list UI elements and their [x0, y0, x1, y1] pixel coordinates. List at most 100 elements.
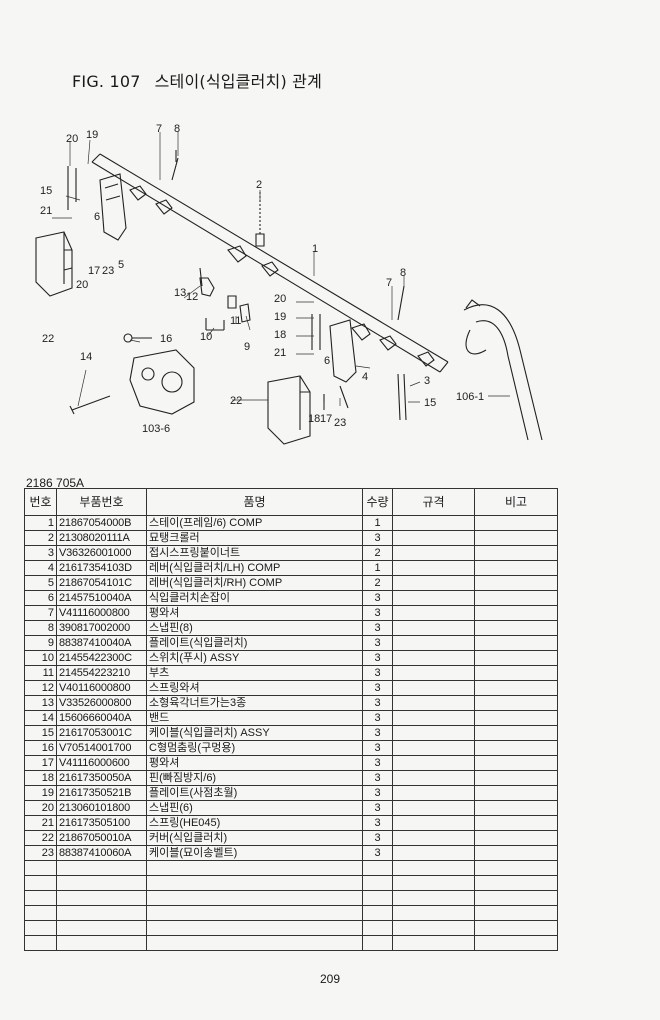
row-part-no: 15606660040A — [56, 710, 147, 726]
row-name: C형멈춤링(구멍용) — [146, 740, 363, 756]
blank-cell — [56, 905, 147, 921]
row-no: 16 — [24, 740, 57, 756]
row-no: 17 — [24, 755, 57, 771]
row-name: 케이블(묘이송벨트) — [146, 845, 363, 861]
svg-text:18: 18 — [274, 329, 286, 341]
row-remark — [474, 680, 558, 696]
blank-cell — [392, 875, 475, 891]
row-part-no: 21617350050A — [56, 770, 147, 786]
row-name: 부츠 — [146, 665, 363, 681]
row-remark — [474, 740, 558, 756]
row-remark — [474, 515, 558, 531]
blank-cell — [474, 935, 558, 951]
gearbox — [129, 349, 195, 415]
svg-text:23: 23 — [334, 417, 346, 429]
header-part-no: 부품번호 — [56, 488, 147, 516]
row-name: 접시스프링붙이너트 — [146, 545, 363, 561]
row-name: 스프링와셔 — [146, 680, 363, 696]
header-remark: 비고 — [474, 488, 558, 516]
row-spec — [392, 665, 475, 681]
svg-text:7: 7 — [156, 123, 162, 135]
blank-cell — [56, 875, 147, 891]
row-remark — [474, 560, 558, 576]
blank-cell — [24, 920, 57, 936]
svg-text:18: 18 — [308, 413, 320, 425]
blank-cell — [392, 935, 475, 951]
blank-cell — [474, 920, 558, 936]
handle — [463, 304, 543, 441]
blank-cell — [146, 860, 363, 876]
svg-text:10: 10 — [200, 331, 212, 343]
row-no: 22 — [24, 830, 57, 846]
svg-text:21: 21 — [274, 347, 286, 359]
svg-text:14: 14 — [80, 351, 92, 363]
blank-cell — [362, 890, 393, 906]
row-no: 14 — [24, 710, 57, 726]
row-spec — [392, 545, 475, 561]
row-spec — [392, 800, 475, 816]
blank-cell — [474, 905, 558, 921]
row-spec — [392, 845, 475, 861]
page-number: 209 — [319, 972, 341, 986]
svg-text:1: 1 — [312, 243, 318, 255]
left-bracket — [99, 173, 127, 241]
row-spec — [392, 575, 475, 591]
row-qty: 3 — [362, 695, 393, 711]
row-qty: 3 — [362, 665, 393, 681]
row-name: 스프링(HE045) — [146, 815, 363, 831]
row-qty: 1 — [362, 560, 393, 576]
row-qty: 3 — [362, 725, 393, 741]
row-no: 20 — [24, 800, 57, 816]
row-part-no: 21867054000B — [56, 515, 147, 531]
svg-text:9: 9 — [244, 341, 250, 353]
row-spec — [392, 620, 475, 636]
row-spec — [392, 635, 475, 651]
svg-text:11: 11 — [230, 315, 241, 327]
row-spec — [392, 605, 475, 621]
row-qty: 3 — [362, 590, 393, 606]
svg-text:23: 23 — [102, 265, 114, 277]
right-cover — [267, 375, 311, 445]
row-name: 소형육각너트가는3종 — [146, 695, 363, 711]
header-qty: 수량 — [362, 488, 393, 516]
row-name: 레버(식입클러치/RH) COMP — [146, 575, 363, 591]
row-part-no: V70514001700 — [56, 740, 147, 756]
row-qty: 3 — [362, 620, 393, 636]
row-remark — [474, 755, 558, 771]
blank-cell — [24, 875, 57, 891]
row-spec — [392, 590, 475, 606]
row-part-no: 213060101800 — [56, 800, 147, 816]
svg-text:4: 4 — [362, 371, 368, 383]
row-part-no: V40116000800 — [56, 680, 147, 696]
svg-text:2: 2 — [256, 179, 262, 191]
row-spec — [392, 650, 475, 666]
row-part-no: V41116000800 — [56, 605, 147, 621]
row-part-no: 390817002000 — [56, 620, 147, 636]
blank-cell — [56, 860, 147, 876]
row-remark — [474, 605, 558, 621]
row-no: 3 — [24, 545, 57, 561]
blank-row — [24, 935, 558, 951]
row-spec — [392, 680, 475, 696]
row-no: 4 — [24, 560, 57, 576]
row-no: 8 — [24, 620, 57, 636]
row-remark — [474, 785, 558, 801]
row-no: 2 — [24, 530, 57, 546]
svg-text:6: 6 — [94, 211, 100, 223]
row-part-no: 21457510040A — [56, 590, 147, 606]
row-qty: 3 — [362, 605, 393, 621]
row-part-no: 21455422300C — [56, 650, 147, 666]
row-no: 21 — [24, 815, 57, 831]
row-no: 18 — [24, 770, 57, 786]
left-cover — [35, 231, 73, 297]
